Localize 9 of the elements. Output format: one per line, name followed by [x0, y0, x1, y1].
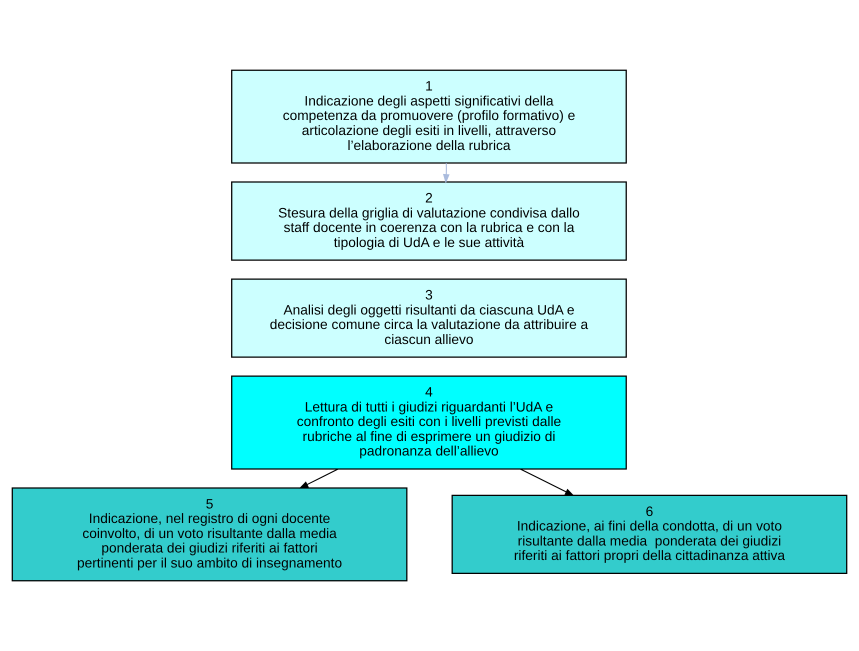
node-box: 6 Indicazione, ai fini della condotta, di un voto risultante dalla media ponderata dei giudizi riferiti ai fattori propri della cittadinanza attiva [452, 494, 848, 574]
node-box: 3 Analisi degli oggetti risultanti da ciascuna UdA e decisione comune circa la valutazione da attribuire a ciascun allievo [231, 278, 627, 358]
arrow [520, 468, 574, 496]
node-box: 5 Indicazione, nel registro di ogni docente coinvolto, di un voto risultante dalla media ponderata dei giudizi riferiti ai fattori pertinenti per il suo ambito di insegnamento [12, 487, 408, 582]
arrow [298, 468, 338, 489]
node-box: 4 Lettura di tutti i giudizi riguardanti l’UdA e confronto degli esiti con i livelli previsti dalle rubriche al fine di esprimere un giudizio di padronanza dell’allievo [231, 376, 627, 470]
node-box: 2 Stesura della griglia di valutazione condivisa dallo staff docente in coerenza con la rubrica e con la tipologia di UdA e le sue attività [231, 181, 627, 261]
node-box: 1 Indicazione degli aspetti significativi della competenza da promuovere (profilo formativo) e articolazione degli esiti in livelli, attraverso l’elaborazione della rubrica [231, 70, 627, 164]
arrow [442, 163, 450, 184]
